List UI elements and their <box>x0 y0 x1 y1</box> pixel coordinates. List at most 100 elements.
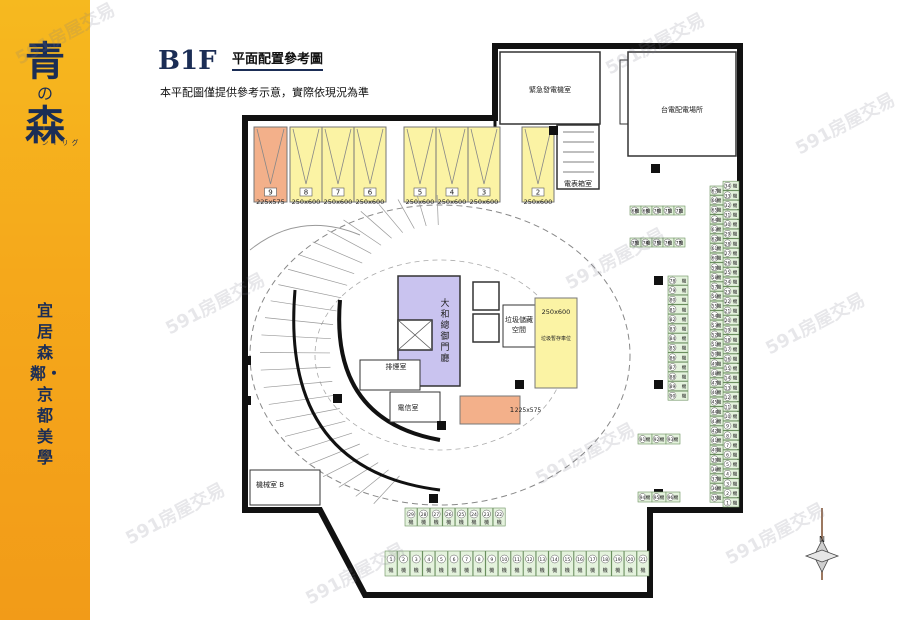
slot-size-7: 250x600 <box>324 198 353 206</box>
motorcycle-slot-number: 24 <box>471 512 477 518</box>
motorcycle-slot-number: 72 <box>676 209 682 215</box>
motorcycle-slot <box>667 333 689 343</box>
slot-size-4: 250x600 <box>438 198 467 206</box>
exhaust-room <box>359 359 421 391</box>
motorcycle-slot-number: 52 <box>712 333 718 339</box>
motorcycle-slot-label: 機 <box>717 303 722 310</box>
slot-number-circle <box>411 554 421 564</box>
motorcycle-slot-number: 22 <box>725 299 731 305</box>
motorcycle-slot-number: 49 <box>712 361 718 367</box>
motorcycle-slot-label: 機 <box>640 567 645 574</box>
slot-number-circle <box>668 276 677 285</box>
column <box>651 164 660 173</box>
slot-number-circle <box>666 493 675 501</box>
slot-number-circle <box>710 253 719 262</box>
motorcycle-slot-label: 機 <box>717 408 722 415</box>
slot-number-1: 1 <box>510 406 514 414</box>
motorcycle-slot-number: 21 <box>640 557 646 563</box>
slot-number-circle <box>674 238 683 247</box>
motorcycle-slot-label: 機 <box>682 306 687 313</box>
motorcycle-slot-number: 2 <box>726 491 729 497</box>
motorcycle-slot-label: 機 <box>733 461 738 468</box>
column <box>242 396 251 405</box>
slot-number-circle <box>600 554 610 564</box>
slot-number-circle <box>652 493 661 501</box>
slot-number-circle <box>710 493 719 502</box>
motorcycle-slot <box>667 362 689 372</box>
motorcycle-slot-number: 7 <box>465 557 468 563</box>
motorcycle-slot-number: 15 <box>565 557 571 563</box>
slot-number-circle <box>710 196 719 204</box>
slot-number-circle <box>710 282 719 291</box>
slot-size-1: 225x575 <box>515 407 542 414</box>
motorcycle-slot <box>667 323 689 334</box>
elevator-mark <box>397 319 433 351</box>
motorcycle-slot-number: 58 <box>712 275 718 281</box>
motorcycle-slot-number: 85 <box>670 346 676 352</box>
column <box>549 126 558 135</box>
slot-number-circle <box>537 554 547 564</box>
ramp-line <box>260 366 331 371</box>
slot-number-circle <box>723 249 732 257</box>
motorcycle-slot-label: 機 <box>646 494 651 501</box>
slot-number-circle <box>668 382 677 390</box>
motorcycle-slot-number: 93 <box>668 437 674 443</box>
slot-number-circle <box>723 441 732 449</box>
motorcycle-slot-number: 4 <box>427 557 430 563</box>
brand-sidebar: 青 の 森 グリーン 宜居森鄰・京都美學 <box>0 0 90 620</box>
slot-number-circle <box>487 554 497 564</box>
slot-number-circle <box>674 206 683 215</box>
motorcycle-slot-label: 機 <box>733 500 738 507</box>
slot-number-circle <box>723 335 732 344</box>
lobby-label: 和 <box>440 309 449 320</box>
motorcycle-slot-number: 20 <box>628 557 634 563</box>
motorcycle-slot-number: 2 <box>402 557 405 563</box>
slot-number-circle <box>588 554 597 564</box>
slot-number-circle <box>668 343 677 352</box>
motorcycle-slot-number: 59 <box>712 265 718 271</box>
motorcycle-slot-label: 機 <box>590 567 595 574</box>
motorcycle-slot-label: 機 <box>733 394 738 401</box>
waste-room-label: 垃圾儲藏 <box>505 315 533 324</box>
slot-number-circle <box>710 436 719 444</box>
slot-number-circle <box>723 277 732 286</box>
motorcycle-slot <box>667 285 689 295</box>
slot-number-circle <box>663 238 672 247</box>
motorcycle-slot-label: 機 <box>674 494 679 501</box>
motorcycle-slot-number: 60 <box>712 256 718 262</box>
slot-number-circle <box>641 206 650 215</box>
slot-number-circle <box>710 186 719 195</box>
motorcycle-slot-label: 機 <box>733 317 738 324</box>
power-room <box>627 51 737 157</box>
motorcycle-slot-label: 機 <box>408 519 413 526</box>
motorcycle-slot-number: 22 <box>496 512 502 518</box>
motorcycle-slot-label: 機 <box>459 519 464 526</box>
motorcycle-slot-label: 機 <box>497 519 502 526</box>
motorcycle-slot-number: 68 <box>632 209 638 215</box>
motorcycle-slot-label: 機 <box>733 413 738 420</box>
slot-size-8: 250x600 <box>292 198 321 206</box>
motorcycle-slot-number: 56 <box>712 294 718 300</box>
slot-number-4: 4 <box>450 189 455 197</box>
slot-number-circle <box>668 372 677 381</box>
motorcycle-slot-label: 機 <box>717 245 722 252</box>
motorcycle-slot-number: 6 <box>453 557 456 563</box>
motorcycle-slot-number: 8 <box>726 433 729 439</box>
motorcycle-slot-number: 13 <box>539 557 545 563</box>
compass-north-label: N <box>819 535 825 544</box>
motorcycle-slot-label: 機 <box>646 208 651 215</box>
motorcycle-slot-label: 機 <box>484 519 489 526</box>
slot-number-circle <box>723 229 732 238</box>
motorcycle-slot-number: 34 <box>725 184 731 190</box>
motorcycle-slot-label: 機 <box>733 432 738 439</box>
parking-slot-1 <box>459 395 521 425</box>
slot-number-circle <box>710 215 719 224</box>
slot-number-circle <box>723 489 732 497</box>
tagline: 宜居森鄰・京都美學 <box>30 301 63 467</box>
ramp-line <box>436 195 439 226</box>
motorcycle-slot-label: 機 <box>451 567 456 574</box>
motorcycle-slot-label: 機 <box>603 567 608 574</box>
slot-number-circle <box>431 509 441 519</box>
slot-number-box <box>445 187 459 197</box>
